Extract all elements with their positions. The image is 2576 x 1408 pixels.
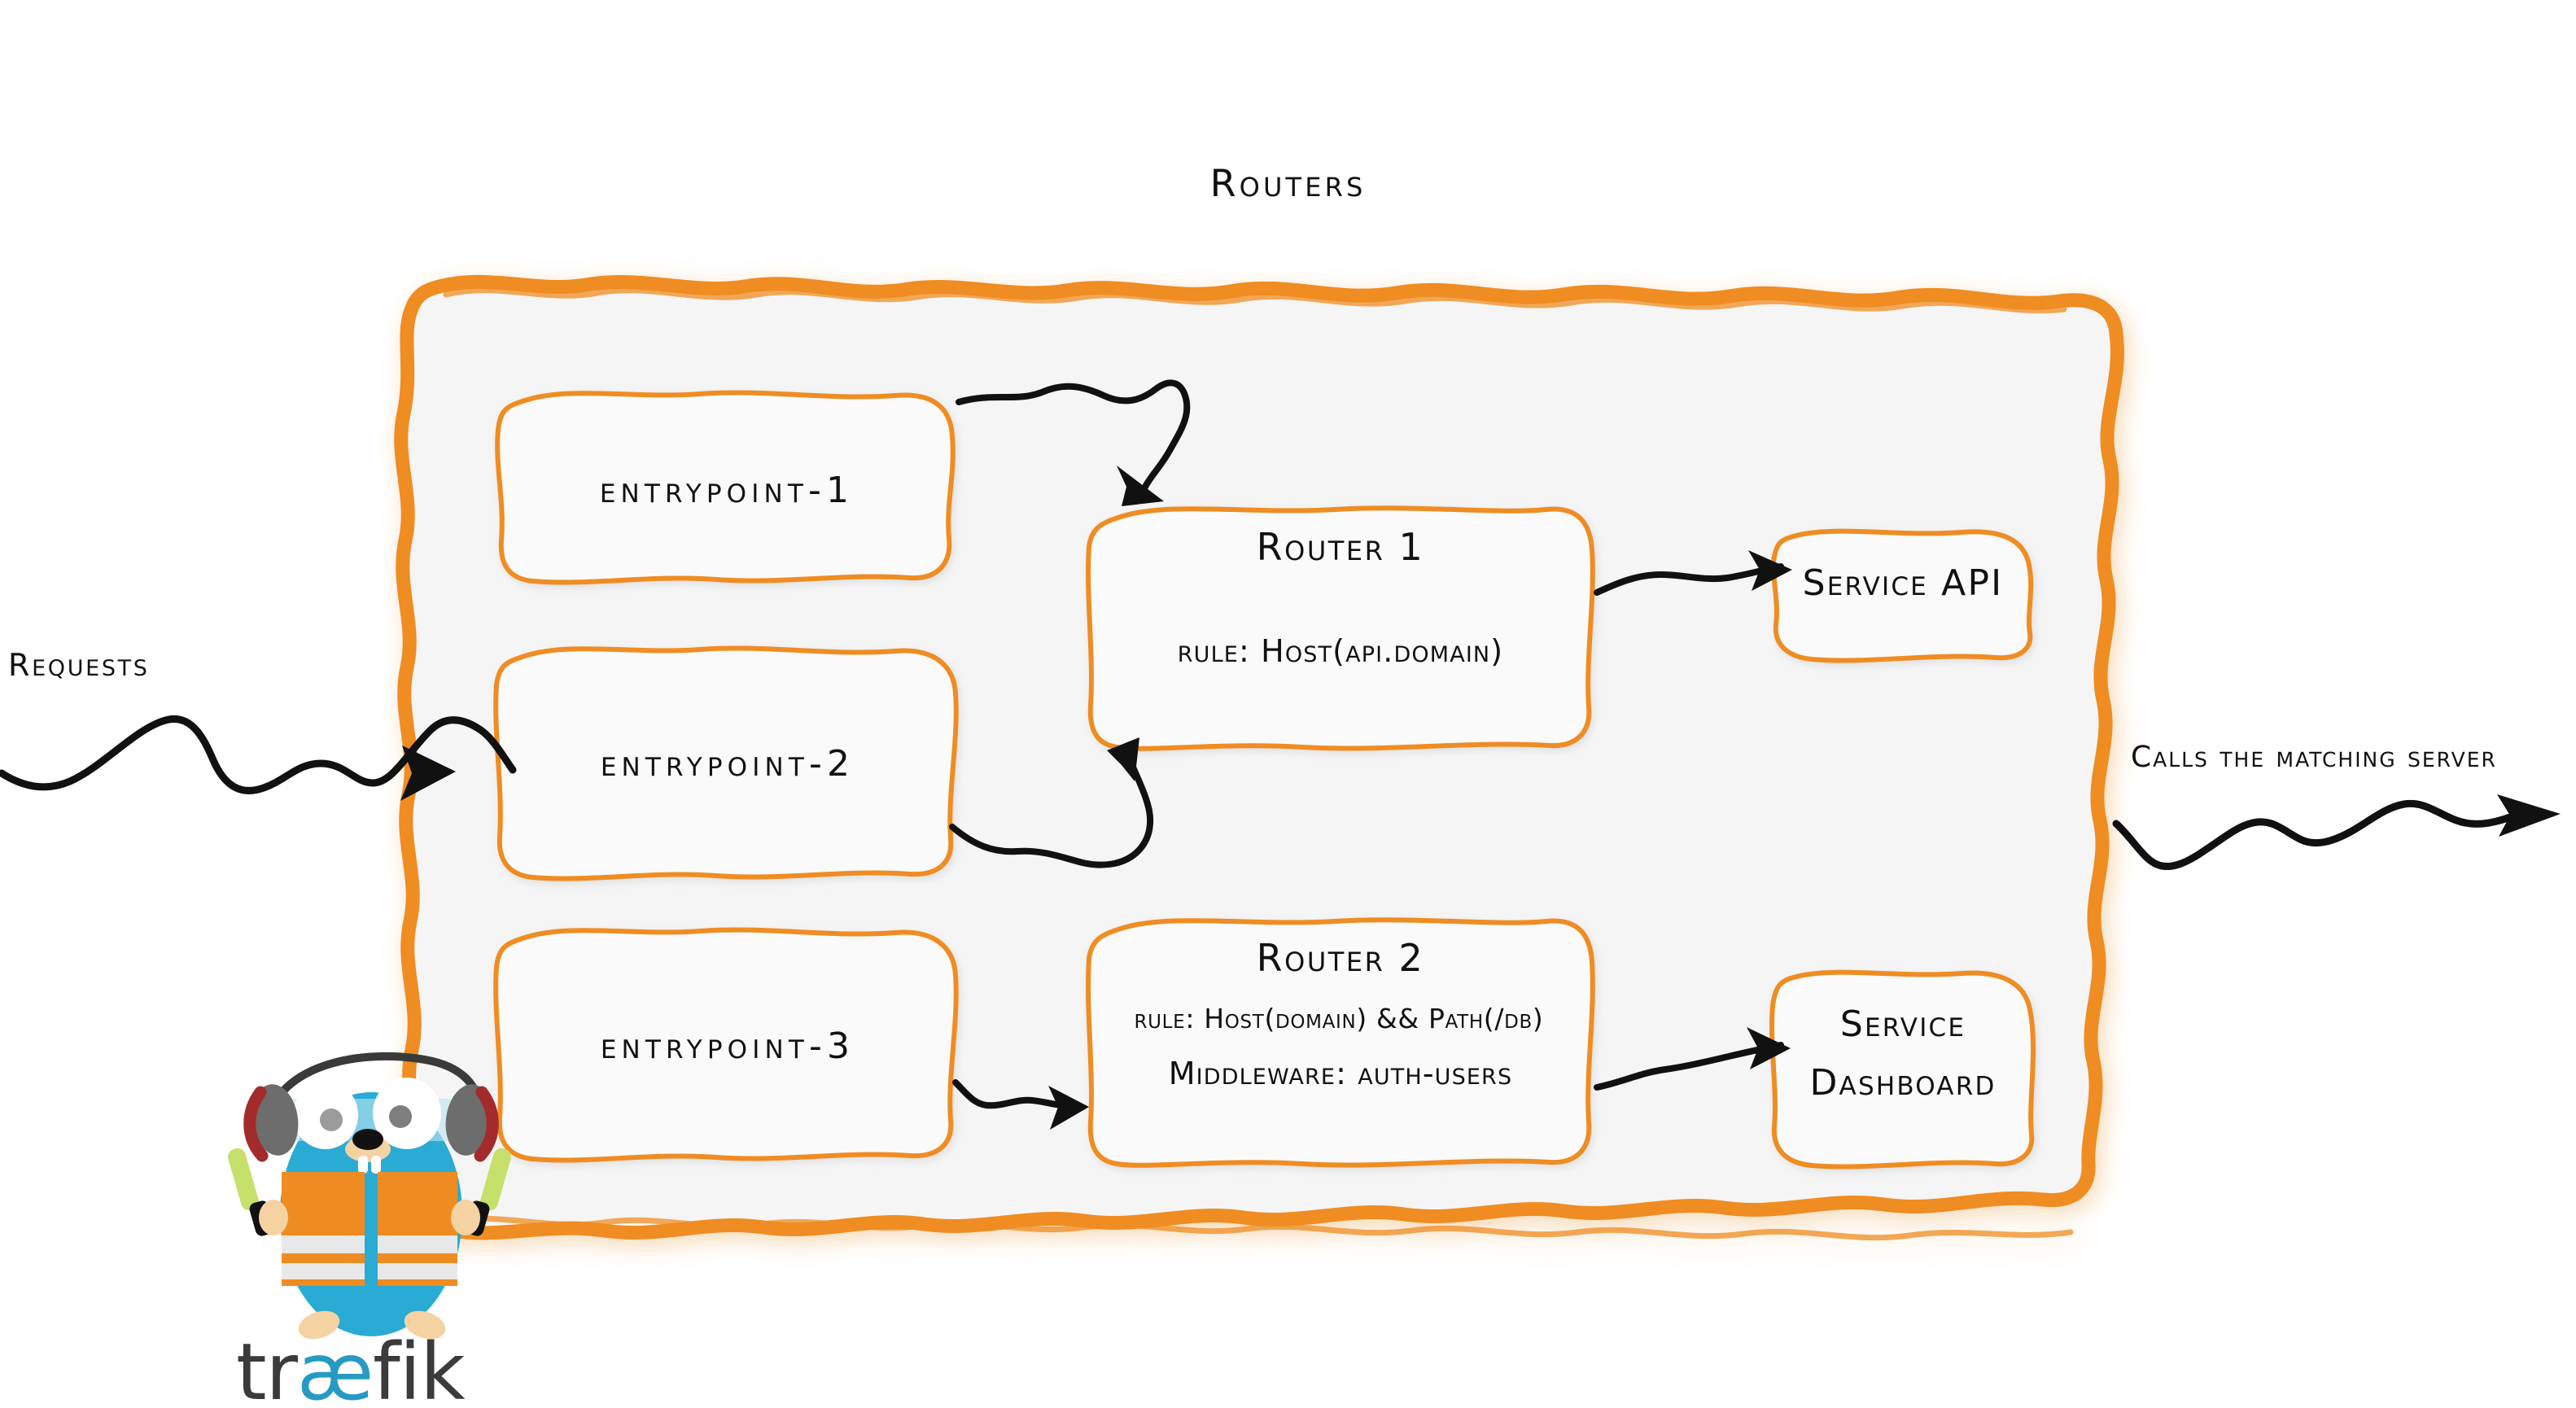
service-box-dashboard[interactable]: [1769, 969, 2036, 1170]
arrow-calls-out: [2112, 799, 2514, 871]
traefik-gopher-logo: [228, 1052, 511, 1340]
arrowhead-calls-out: [2497, 794, 2561, 837]
service-box-api[interactable]: [1771, 528, 2034, 663]
router-box-2[interactable]: [1086, 917, 1595, 1168]
arrow-ep3-to-router2: [952, 1079, 1078, 1109]
arrow-ep1-to-router1: [956, 379, 1191, 492]
arrowhead-ep2-to-router1: [1107, 737, 1139, 781]
traefik-wordmark: træfik: [236, 1333, 513, 1408]
arrow-ep2-to-router1: [949, 755, 1154, 868]
calls-matching-server-label: Calls the matching server: [2131, 741, 2497, 774]
requests-label: Requests: [8, 647, 150, 683]
arrowhead-ep1-to-router1: [1117, 466, 1164, 506]
arrowhead-router2-to-service-dashboard: [1747, 1027, 1791, 1069]
arrow-router1-to-service-api: [1594, 563, 1784, 596]
arrowhead-ep3-to-router2: [1048, 1086, 1089, 1130]
wordmark-prefix: tr: [236, 1327, 298, 1408]
arrow-requests-in: [0, 715, 517, 794]
wordmark-suffix: fik: [372, 1327, 466, 1408]
entrypoint-box-2[interactable]: [493, 645, 959, 881]
page-title: Routers: [1209, 161, 1367, 205]
wordmark-ae-ligature: æ: [296, 1327, 374, 1408]
arrow-router2-to-service-dashboard: [1594, 1042, 1784, 1091]
entrypoint-box-3[interactable]: [493, 927, 959, 1163]
entrypoint-box-1[interactable]: [495, 390, 956, 585]
router-box-1[interactable]: [1086, 505, 1595, 751]
arrowhead-requests-in: [400, 746, 456, 801]
arrowhead-router1-to-service-api: [1748, 550, 1792, 591]
